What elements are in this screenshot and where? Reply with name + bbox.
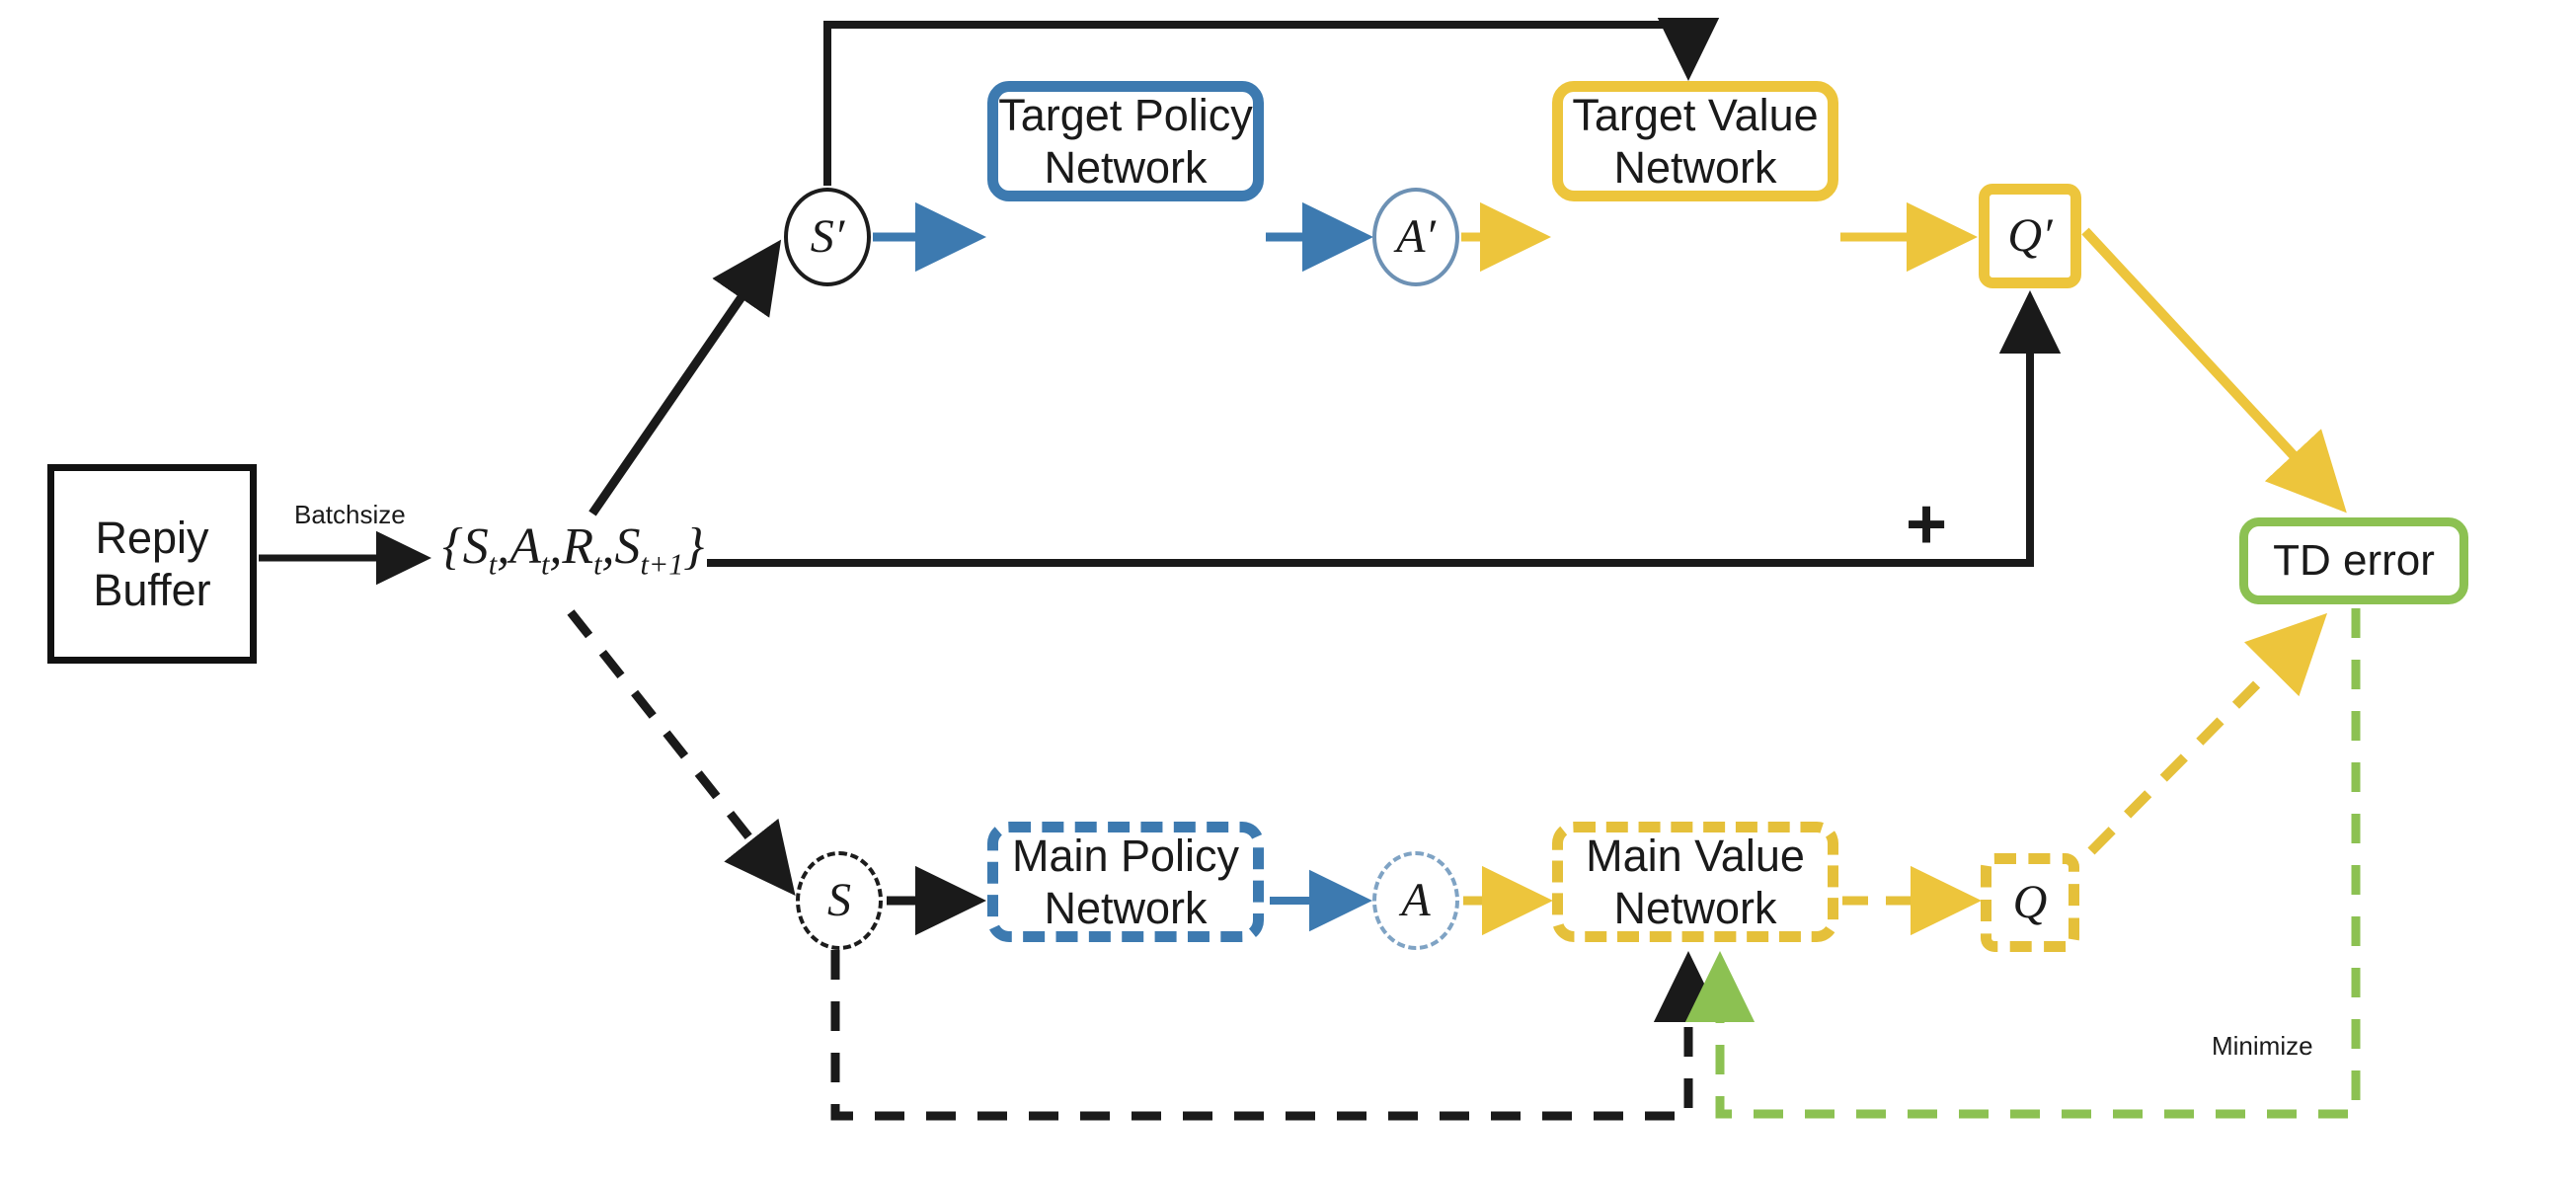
q-target-node[interactable]: Q′ <box>1979 184 2081 288</box>
edge-td-error-to-main-value <box>1684 608 2361 1119</box>
tuple-sub-action-t: t <box>540 547 550 582</box>
action-next-label: A′ <box>1396 209 1436 263</box>
edge-q-target-to-td-error <box>2081 227 2347 514</box>
state-main-label: S <box>827 873 851 926</box>
main-policy-network-label: Main Policy Network <box>1011 830 1240 933</box>
tuple-close-brace: } <box>683 518 705 575</box>
tuple-item-state-t: S <box>462 518 489 575</box>
tuple-item-reward-t: R <box>562 518 594 575</box>
main-value-network-node[interactable]: Main Value Network <box>1552 822 1838 942</box>
tuple-sub-state-t: t <box>488 547 498 582</box>
state-main-node[interactable]: S <box>796 851 883 950</box>
td-error-node[interactable]: TD error <box>2239 517 2468 604</box>
edge-state-next-to-target-value <box>823 18 1720 186</box>
tuple-item-action-t: A <box>509 518 541 575</box>
replay-buffer-node[interactable]: Repiy Buffer <box>47 464 257 664</box>
state-next-label: S′ <box>810 209 845 263</box>
edge-state-main-to-main-value <box>830 950 1724 1121</box>
edge-tuple-to-state-main <box>567 609 796 897</box>
tuple-sub-reward-t: t <box>593 547 602 582</box>
target-policy-network-node[interactable]: Target Policy Network <box>987 81 1264 201</box>
transition-tuple-node: {St,At,Rt,St+1} <box>442 517 704 582</box>
main-policy-network-node[interactable]: Main Policy Network <box>987 822 1264 942</box>
tuple-sep-1: , <box>497 518 510 575</box>
tuple-sub-state-t1: t+1 <box>640 547 684 582</box>
action-main-label: A <box>1401 873 1431 926</box>
batchsize-edge-label: Batchsize <box>294 500 406 529</box>
replay-buffer-label: Repiy Buffer <box>93 512 211 615</box>
state-next-node[interactable]: S′ <box>784 188 871 286</box>
tuple-item-state-t1: S <box>614 518 641 575</box>
minimize-edge-label: Minimize <box>2212 1031 2313 1061</box>
td-error-label: TD error <box>2273 536 2435 586</box>
tuple-sep-2: , <box>549 518 563 575</box>
action-next-node[interactable]: A′ <box>1372 188 1459 286</box>
target-value-network-node[interactable]: Target Value Network <box>1552 81 1838 201</box>
tuple-sep-3: , <box>601 518 615 575</box>
target-value-network-label: Target Value Network <box>1572 89 1819 193</box>
q-target-label: Q′ <box>2007 208 2053 262</box>
edge-q-main-to-td-error <box>2087 612 2328 855</box>
plus-operator-label: + <box>1906 485 1948 564</box>
edge-reward-to-q-target <box>707 290 2062 567</box>
edge-tuple-to-state-next <box>588 239 782 516</box>
target-policy-network-label: Target Policy Network <box>998 89 1253 193</box>
q-main-node[interactable]: Q <box>1981 853 2079 952</box>
action-main-node[interactable]: A <box>1372 851 1459 950</box>
main-value-network-label: Main Value Network <box>1586 830 1805 933</box>
q-main-label: Q <box>2012 875 2048 928</box>
tuple-open-brace: { <box>442 518 463 575</box>
